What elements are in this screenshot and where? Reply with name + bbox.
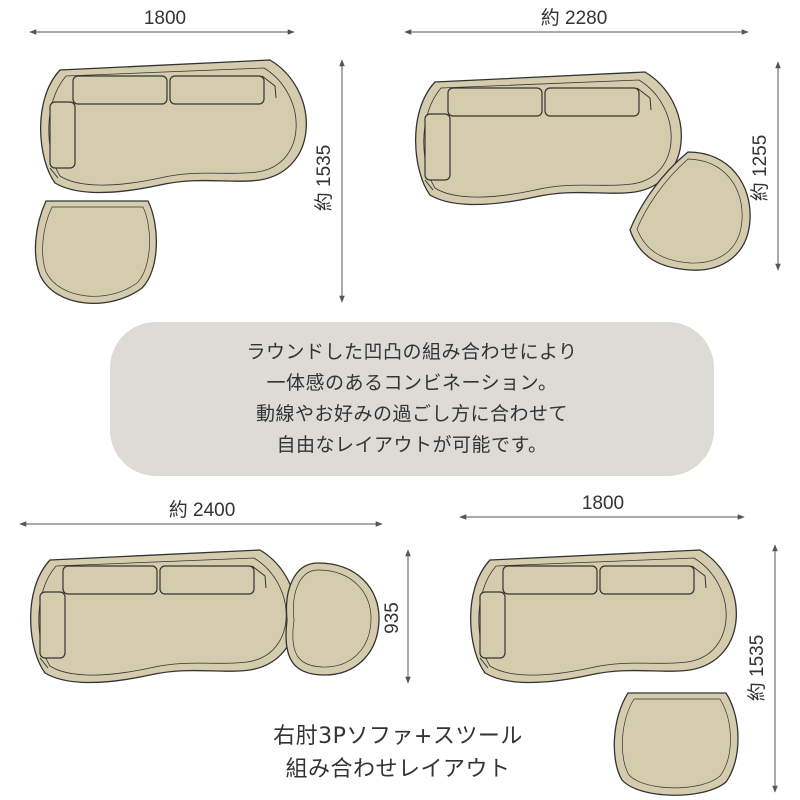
depth-label: 約 1255 <box>749 135 771 202</box>
width-label: 1800 <box>144 8 186 29</box>
stool <box>613 692 739 796</box>
footer-line-1: 右肘3Pソファ+スツール <box>273 724 523 749</box>
width-label: 約 2400 <box>169 499 236 521</box>
layout-top-right: 約 2280 約 1255 <box>404 7 781 271</box>
sofa-right-arm-3p <box>39 59 307 194</box>
footer-title: 右肘3Pソファ+スツール 組み合わせレイアウト <box>248 720 548 786</box>
sofa-right-arm-3p <box>29 549 297 684</box>
stool <box>285 562 380 676</box>
stool <box>34 200 157 304</box>
sofa-right-arm-3p <box>414 71 682 206</box>
caption-line-1: ラウンドした凹凸の組み合わせにより <box>246 341 578 363</box>
caption-line-2: 一体感のあるコンビネーション。 <box>266 372 558 394</box>
caption-line-3: 動線やお好みの過ごし方に合わせて <box>255 403 568 425</box>
depth-label: 約 1535 <box>313 145 335 212</box>
caption-line-4: 自由なレイアウトが可能です。 <box>276 434 548 456</box>
caption-box: ラウンドした凹凸の組み合わせにより 一体感のあるコンビネーション。 動線やお好み… <box>110 322 714 476</box>
layout-bottom-right: 1800 約 1535 <box>459 493 778 796</box>
sofa-right-arm-3p <box>469 549 737 684</box>
depth-label: 935 <box>382 602 403 634</box>
layout-bottom-left: 約 2400 935 <box>19 499 411 684</box>
width-label: 1800 <box>582 493 624 514</box>
layout-top-left: 1800 約 1535 <box>29 8 345 304</box>
width-label: 約 2280 <box>541 7 608 29</box>
depth-label: 約 1535 <box>746 635 768 702</box>
stool <box>629 151 751 271</box>
footer-line-2: 組み合わせレイアウト <box>285 757 511 782</box>
